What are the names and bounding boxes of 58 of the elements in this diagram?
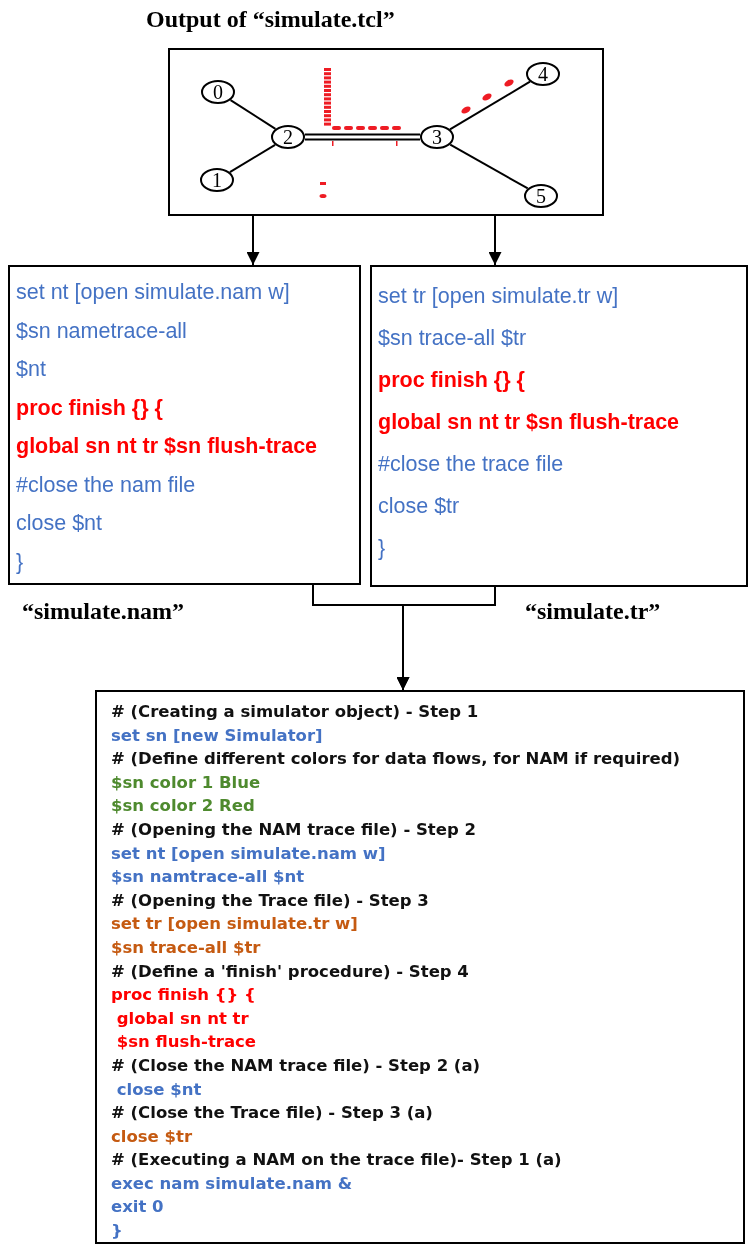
arrow	[488, 215, 502, 266]
file-name-label: “simulate.tr”	[525, 598, 661, 625]
code-line: set tr [open simulate.tr w]	[111, 913, 358, 936]
code-line: global sn nt tr $sn flush-trace	[16, 433, 318, 460]
link-line	[304, 133, 421, 141]
code-line: close $tr	[111, 1125, 193, 1148]
network-node-ellipse: 0	[201, 80, 235, 104]
code-line: # (Close the Trace file) - Step 3 (a)	[111, 1102, 433, 1125]
code-line: $sn trace-all $tr	[111, 936, 261, 959]
code-line: #close the nam file	[16, 471, 196, 499]
code-line: $sn color 2 Red	[111, 795, 255, 818]
code-line: set nt [open simulate.nam w]	[16, 279, 290, 306]
code-line: proc finish {} {	[378, 367, 525, 394]
file-name-label: “simulate.nam”	[22, 598, 184, 625]
code-line: $sn trace-all $tr	[378, 325, 527, 352]
network-node-ellipse: 5	[524, 184, 558, 208]
network-node-ellipse: 2	[271, 125, 305, 149]
code-line: # (Opening the NAM trace file) - Step 2	[111, 818, 476, 841]
code-line: set tr [open simulate.tr w]	[378, 283, 619, 310]
diagram-heading: Output of “simulate.tcl”	[146, 6, 395, 33]
code-box	[370, 265, 748, 587]
code-line: # (Opening the Trace file) - Step 3	[111, 889, 429, 912]
code-line: proc finish {} {	[16, 394, 163, 422]
code-line: $nt	[16, 356, 46, 383]
network-node-ellipse: 3	[420, 125, 454, 149]
code-line: }	[16, 548, 24, 576]
code-line: close $nt	[16, 510, 103, 537]
code-line: # (Define a 'finish' procedure) - Step 4	[111, 960, 469, 983]
code-line: #close the trace file	[378, 451, 564, 478]
code-line: }	[378, 535, 386, 562]
network-node-ellipse: 4	[526, 62, 560, 86]
arrow	[246, 215, 260, 266]
arrow	[396, 586, 496, 691]
network-node-ellipse: 1	[200, 168, 234, 192]
code-line: set sn [new Simulator]	[111, 724, 323, 747]
link-line	[228, 143, 277, 174]
code-line: # (Creating a simulator object) - Step 1	[111, 701, 479, 723]
link-line	[229, 99, 277, 130]
code-line: }	[111, 1220, 123, 1243]
code-box	[95, 690, 745, 1244]
code-line: $sn namtrace-all $nt	[111, 866, 305, 889]
code-line: set nt [open simulate.nam w]	[111, 842, 386, 865]
link-line	[449, 80, 531, 131]
code-line: $sn color 1 Blue	[111, 771, 261, 794]
code-line: $sn nametrace-all	[16, 317, 187, 345]
code-line: # (Define different colors for data flows, for NAM if required)	[111, 748, 681, 771]
code-line: # (Close the NAM trace file) - Step 2 (a)	[111, 1054, 481, 1077]
code-line: global sn nt tr	[115, 1007, 249, 1030]
code-line: # (Executing a NAM on the trace file)- Step 1 (a)	[111, 1149, 562, 1172]
code-line: proc finish {} {	[111, 984, 256, 1007]
code-line: exit 0	[111, 1196, 164, 1219]
code-line: close $nt	[115, 1078, 202, 1101]
code-line: close $tr	[378, 493, 460, 520]
code-line: exec nam simulate.nam &	[111, 1172, 353, 1195]
code-line: $sn flush-trace	[115, 1031, 257, 1054]
link-line	[449, 143, 529, 190]
code-line: global sn nt tr $sn flush-trace	[378, 409, 680, 436]
code-box	[8, 265, 361, 585]
